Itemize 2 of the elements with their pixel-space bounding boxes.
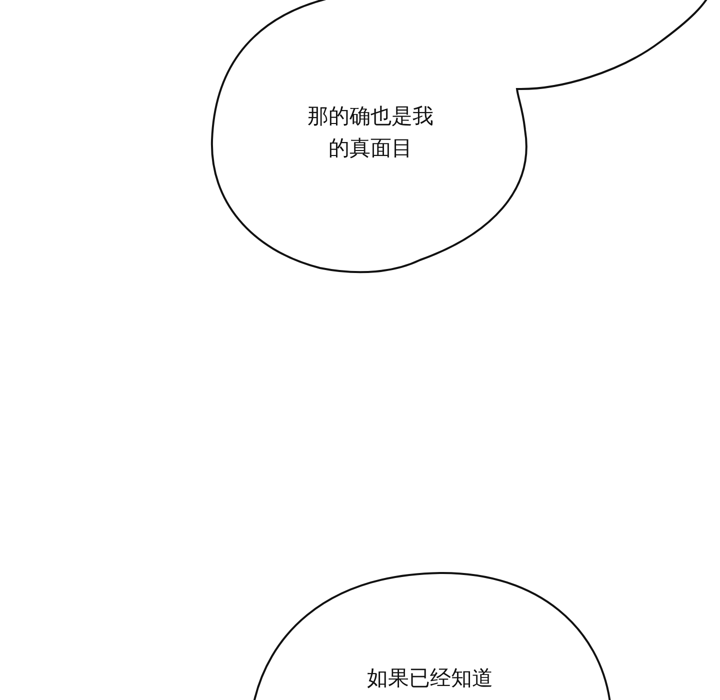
speech-text: 如果已经知道 (366, 665, 494, 692)
speech-text: 那的确也是我的真面目 (306, 103, 434, 162)
